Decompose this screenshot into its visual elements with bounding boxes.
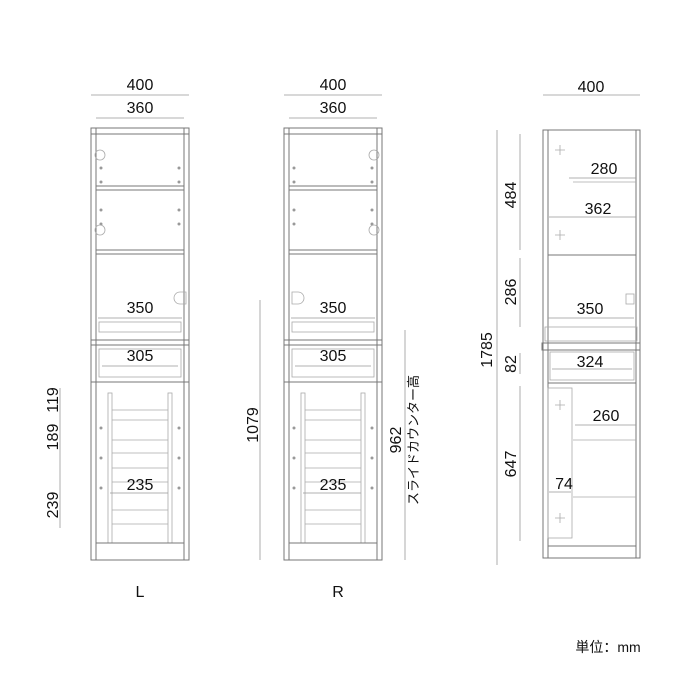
upper-inner-depth-dimension: 362 (585, 201, 612, 218)
shelf-pitch-dimension-3: 239 (45, 492, 62, 519)
counter-height-dimension: 1079 (245, 407, 262, 443)
shelf-pitch-dimension-1: 119 (45, 387, 62, 413)
upper-shelf-depth-dimension: 280 (591, 161, 618, 178)
side-view: 400 1785 484 286 82 647 280 362 350 324 … (479, 79, 641, 565)
drawer-height-dimension: 82 (503, 355, 520, 373)
outlet-icon (173, 291, 187, 305)
hinge-icon (555, 145, 565, 523)
hinge-icon (368, 149, 380, 161)
slide-counter-height-label: スライドカウンター高 (406, 375, 422, 505)
right-view: 400 360 350 305 235 1079 962 スライドカウンター高 … (245, 77, 422, 601)
shelf-pitch-dimension-2: 189 (45, 424, 62, 451)
lower-height-dimension: 647 (503, 451, 520, 478)
width-outer-dimension: 400 (320, 77, 347, 94)
width-outer-dimension: 400 (127, 77, 154, 94)
view-label-right: R (332, 584, 344, 601)
upper-height-dimension: 484 (503, 182, 520, 209)
total-height-dimension: 1785 (479, 332, 496, 368)
hinge-icon (94, 149, 106, 161)
unit-label: 単位：mm (575, 639, 640, 655)
outlet-icon (625, 293, 635, 305)
depth-outer-dimension: 400 (578, 79, 605, 96)
counter-depth-dimension: 350 (577, 301, 604, 318)
cabinet-front-outline (283, 127, 383, 561)
door-pocket-dimension: 74 (555, 476, 573, 493)
width-inner-dimension: 360 (127, 100, 154, 117)
door-inner-width-dimension: 235 (127, 477, 154, 494)
hinge-icon (368, 224, 380, 236)
left-view: 400 360 350 305 235 119 189 239 L (45, 77, 190, 601)
cabinet-side-outline (542, 129, 641, 559)
counter-width-dimension: 350 (320, 300, 347, 317)
drawer-width-dimension: 305 (320, 348, 347, 365)
slide-counter-height-dimension: 962 (388, 427, 405, 454)
width-inner-dimension: 360 (320, 100, 347, 117)
cabinet-front-outline (90, 127, 190, 561)
counter-space-height-dimension: 286 (503, 279, 520, 306)
lower-shelf-depth-dimension: 260 (593, 408, 620, 425)
drawer-depth-dimension: 324 (577, 354, 604, 371)
counter-width-dimension: 350 (127, 300, 154, 317)
door-inner-width-dimension: 235 (320, 477, 347, 494)
drawer-width-dimension: 305 (127, 348, 154, 365)
hinge-icon (94, 224, 106, 236)
view-label-left: L (136, 584, 145, 601)
outlet-icon (291, 291, 305, 305)
